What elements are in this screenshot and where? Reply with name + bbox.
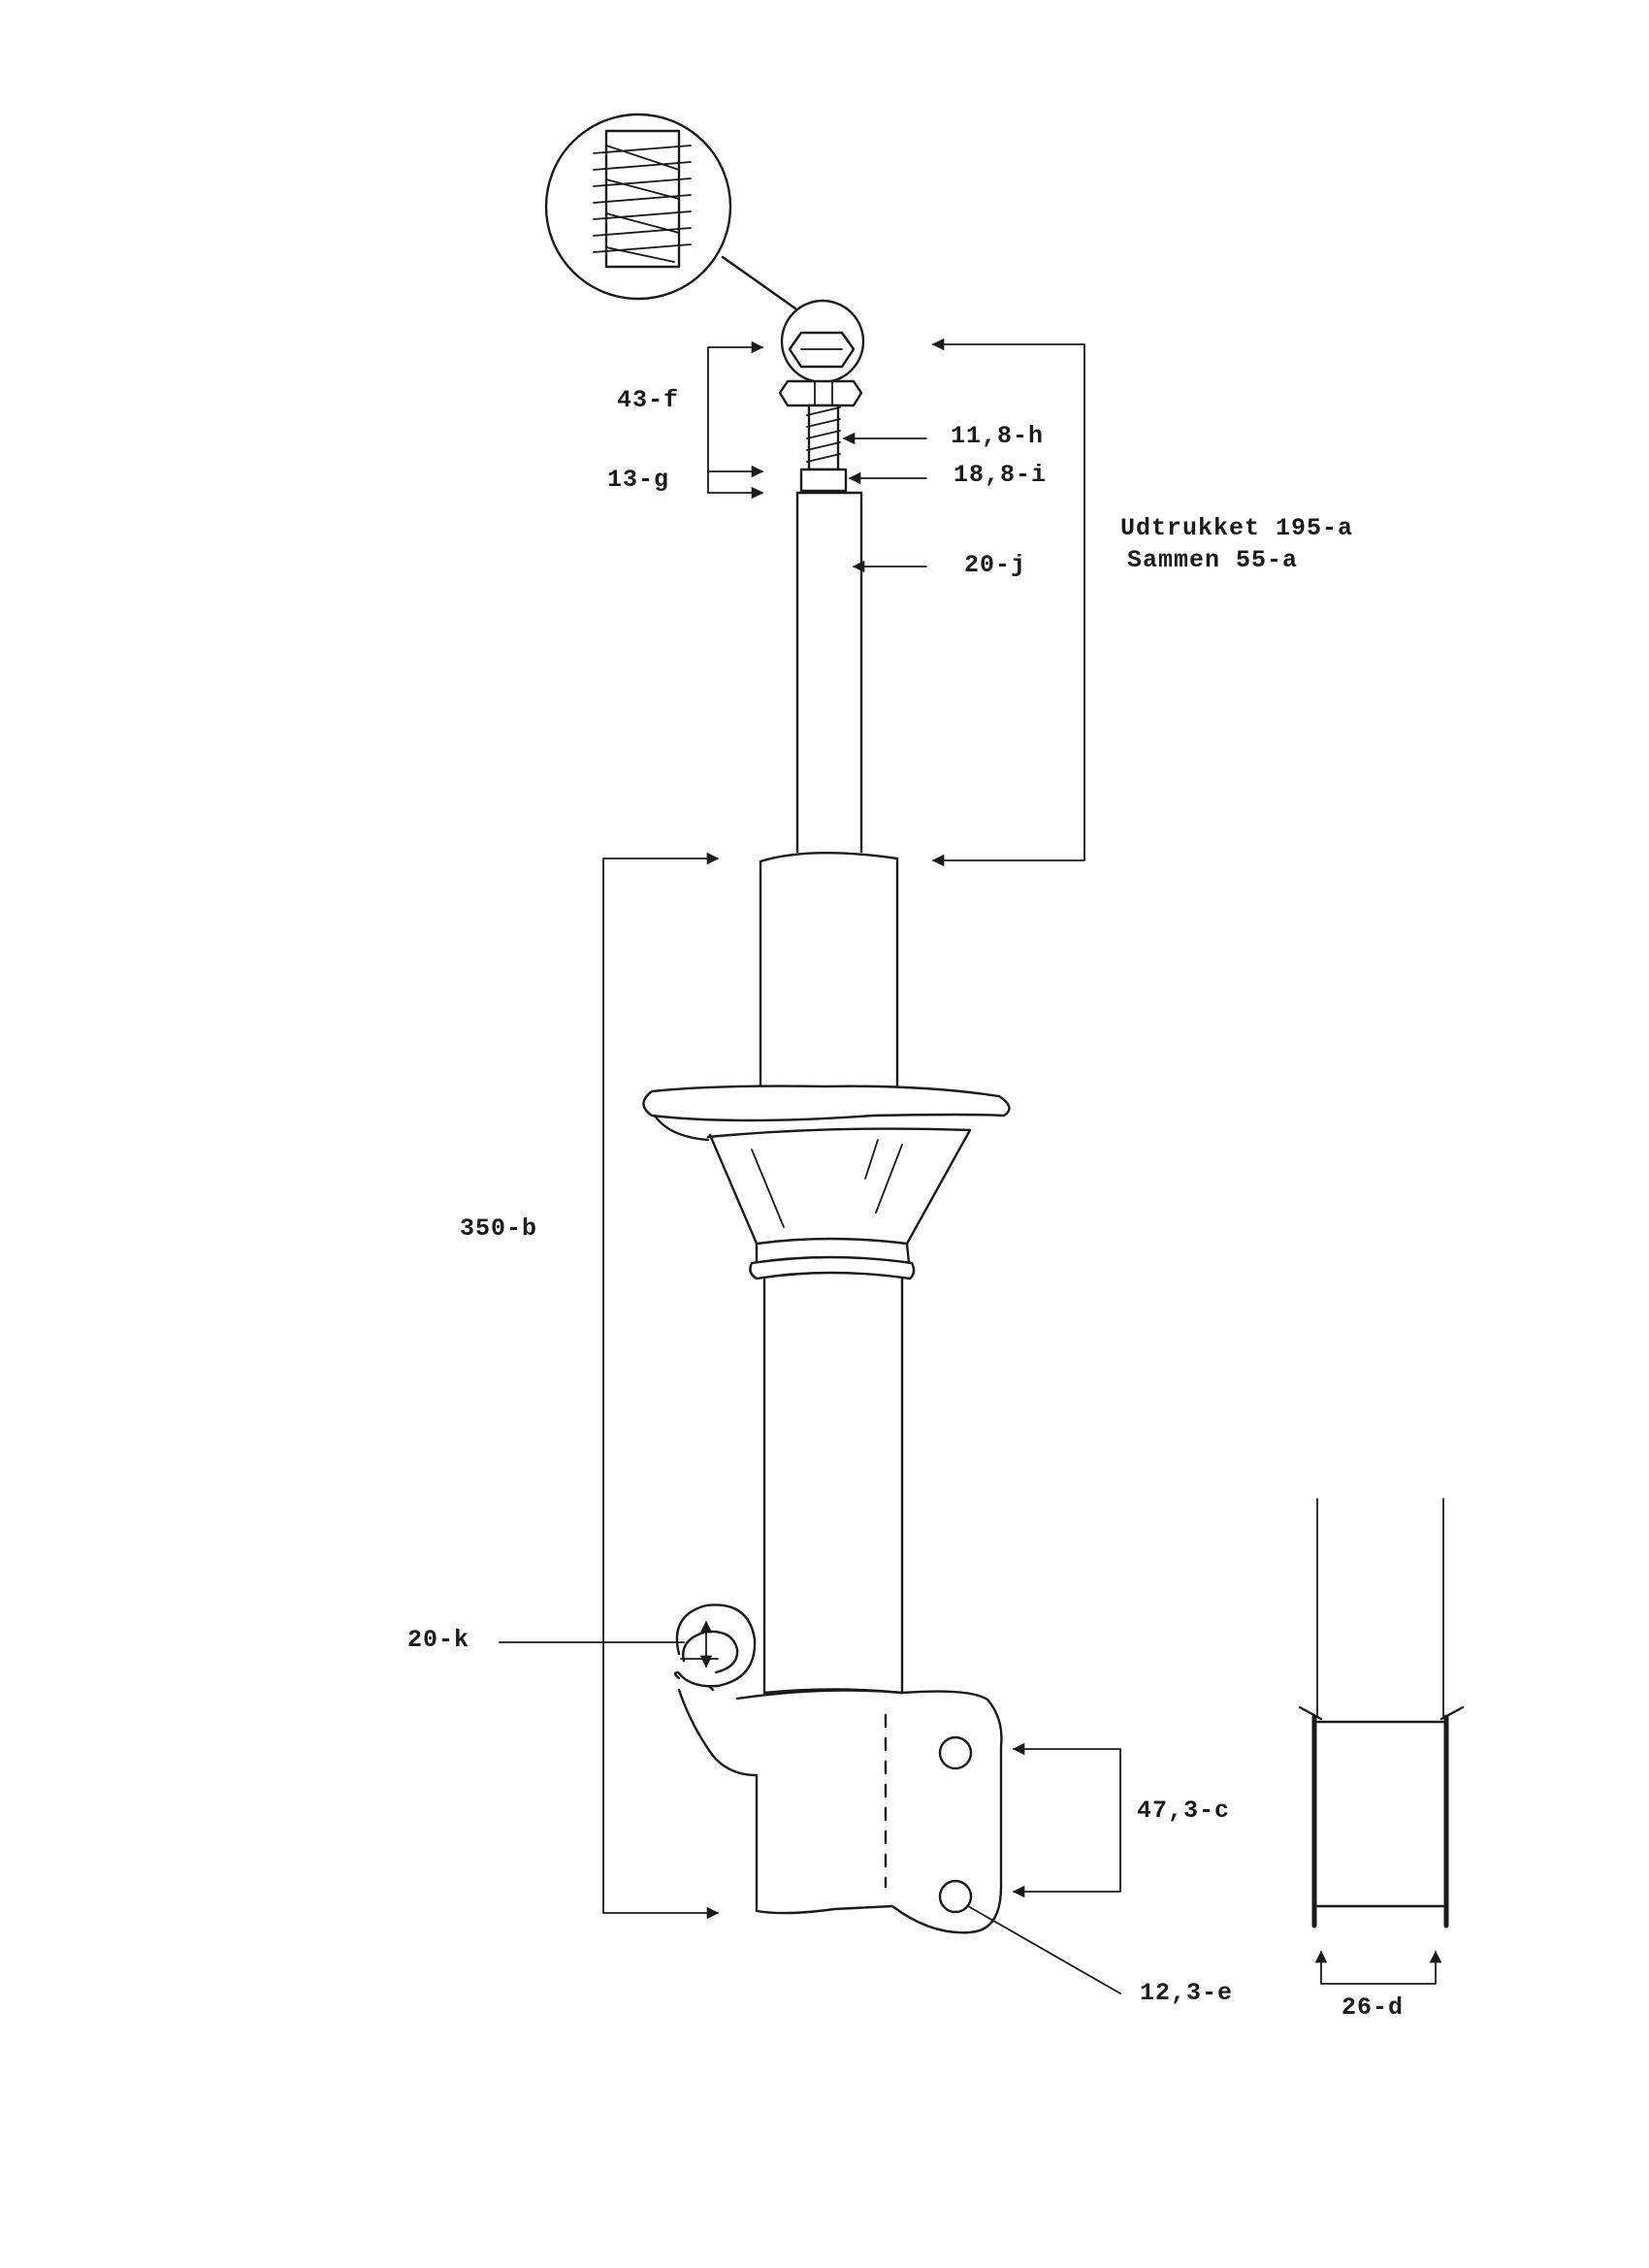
tube-section-view: [1298, 1498, 1465, 1928]
dim-label-c: 47,3-c: [1137, 1797, 1231, 1825]
lower-tube: [762, 1277, 904, 1695]
dim-label-i: 18,8-i: [954, 461, 1048, 489]
dim-label-d: 26-d: [1342, 1993, 1405, 2022]
dim-label-b: 350-b: [460, 1215, 538, 1243]
knuckle-bracket: [673, 1670, 1003, 1934]
dim-label-h: 11,8-h: [951, 422, 1045, 450]
dim-label-a-compressed: Sammen 55-a: [1127, 546, 1299, 574]
piston-rod: [795, 491, 863, 854]
upper-tube: [759, 852, 899, 1098]
dim-label-j: 20-j: [964, 551, 1027, 579]
dim-label-g: 13-g: [607, 466, 670, 494]
top-nut-assembly: [778, 331, 863, 493]
dim-label-e: 12,3-e: [1140, 1979, 1234, 2007]
dimension-lines: [499, 338, 1442, 1994]
thread-detail-magnifier: [544, 113, 865, 384]
spring-seat: [642, 1085, 1011, 1280]
dim-label-f: 43-f: [617, 386, 680, 414]
dim-label-a-extended: Udtrukket 195-a: [1120, 514, 1354, 542]
lower-eye-ring: [675, 1604, 757, 1688]
dim-label-k: 20-k: [407, 1626, 470, 1654]
